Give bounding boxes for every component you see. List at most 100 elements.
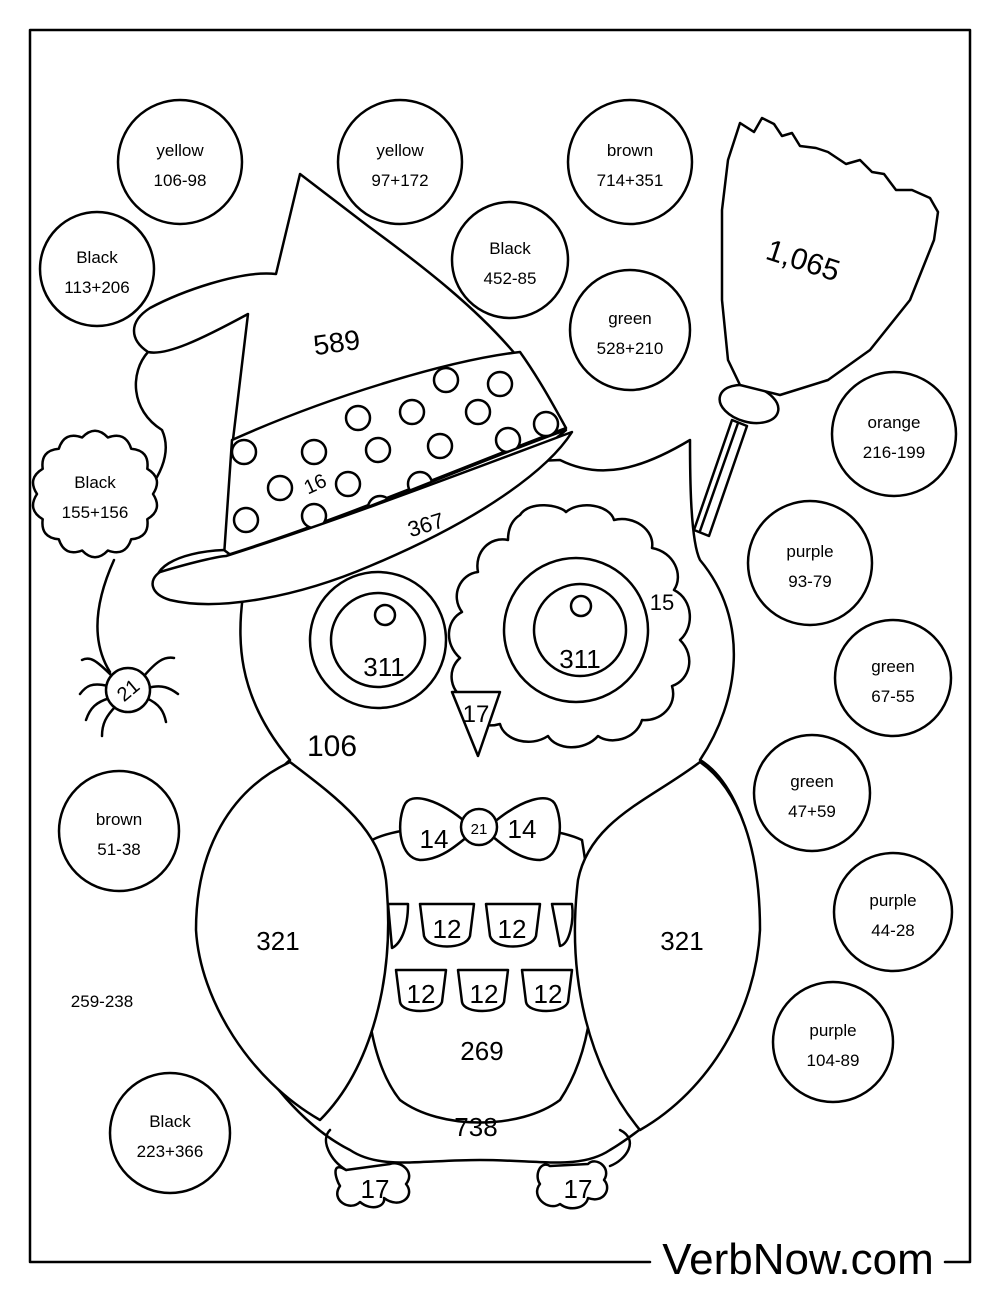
- color-key-circle: [108, 1071, 232, 1195]
- leg-right-line: [608, 1128, 632, 1168]
- color-key-color: purple: [869, 891, 916, 910]
- color-key-item: green 47+59: [752, 733, 872, 853]
- color-key-color: Black: [489, 239, 531, 258]
- color-key-color: yellow: [156, 141, 204, 160]
- feather-bot-1-number: 12: [407, 979, 436, 1009]
- color-key-color: yellow: [376, 141, 424, 160]
- color-key-color: purple: [809, 1021, 856, 1040]
- wing-left-number: 321: [256, 926, 299, 956]
- feather-bot-2-number: 12: [470, 979, 499, 1009]
- color-key-item: purple 93-79: [746, 499, 874, 627]
- color-key-expression: 155+156: [62, 503, 129, 522]
- body-number: 738: [454, 1112, 497, 1142]
- eye-patch-number: 15: [650, 590, 674, 615]
- color-key-expression: 97+172: [371, 171, 428, 190]
- spider: 21: [78, 656, 180, 738]
- spider-body: [104, 666, 152, 714]
- color-key-expression: 452-85: [484, 269, 537, 288]
- right-eye-number: 311: [559, 644, 600, 674]
- right-eye-highlight: [569, 594, 593, 618]
- color-key-item: Black 223+366: [108, 1071, 232, 1195]
- color-key-color: Black: [149, 1112, 191, 1131]
- color-key-expression: 104-89: [807, 1051, 860, 1070]
- color-key-color: green: [608, 309, 651, 328]
- color-key-color: green: [790, 772, 833, 791]
- foot-right-shape: [535, 1160, 609, 1210]
- broom-handle-line: [698, 421, 740, 533]
- head-number: 106: [307, 730, 357, 763]
- leg-left-line: [324, 1128, 348, 1172]
- color-key-circle: [833, 618, 953, 738]
- color-key-circle: [116, 98, 244, 226]
- hat-string: [134, 350, 167, 490]
- feather-top-2-number: 12: [498, 914, 527, 944]
- feather-edge-left-top: [386, 902, 410, 950]
- color-key-item: yellow 97+172: [336, 98, 464, 226]
- color-key-item: 259-238: [71, 992, 133, 1011]
- color-key-expression: 93-79: [788, 572, 831, 591]
- color-key: yellow 106-98 yellow 97+172 brown 714+351Blac…: [31, 98, 958, 1195]
- color-key-expression: 106-98: [154, 171, 207, 190]
- color-key-item: green 67-55: [833, 618, 953, 738]
- color-key-circle: [336, 98, 464, 226]
- wing-right-number: 321: [660, 926, 703, 956]
- feather-bot-2: [456, 968, 510, 1013]
- feather-edge-right-top: [550, 902, 574, 948]
- left-eye-highlight: [373, 603, 397, 627]
- color-key-color: brown: [96, 810, 142, 829]
- beak-number: 17: [463, 701, 490, 728]
- color-key-color: brown: [607, 141, 653, 160]
- color-key-color: orange: [868, 413, 921, 432]
- broom: 1,065: [692, 116, 940, 538]
- color-key-color: Black: [76, 248, 118, 267]
- belly-number: 269: [460, 1036, 503, 1066]
- hat-top-number: 589: [311, 324, 362, 361]
- color-key-color: purple: [786, 542, 833, 561]
- left-eye-iris: [329, 591, 427, 689]
- color-key-expression: 51-38: [97, 840, 140, 859]
- bow-right-number: 14: [508, 814, 537, 844]
- color-key-expression: 223+366: [137, 1142, 204, 1161]
- broom-handle: [692, 418, 749, 538]
- wing-right: [573, 760, 762, 1132]
- right-eye-iris: [532, 582, 628, 678]
- color-key-circle: [746, 499, 874, 627]
- feathers-row-1: [386, 902, 574, 950]
- feather-top-1-number: 12: [433, 914, 462, 944]
- bow-left: [398, 797, 470, 862]
- feather-bot-1: [394, 968, 448, 1013]
- left-eye-number: 311: [363, 652, 404, 682]
- color-key-scallop: [31, 429, 159, 559]
- color-key-expression: 259-238: [71, 992, 133, 1011]
- color-key-circle: [568, 268, 692, 392]
- color-key-expression: 44-28: [871, 921, 914, 940]
- color-key-item: brown 714+351: [566, 98, 694, 226]
- color-key-circle: [752, 733, 872, 853]
- hat-dots: [230, 366, 560, 534]
- bow-knot: [459, 807, 499, 847]
- bow-right: [490, 797, 562, 862]
- color-key-expression: 67-55: [871, 687, 914, 706]
- broom-head: [720, 116, 940, 397]
- color-key-color: green: [871, 657, 914, 676]
- beak: [450, 690, 502, 758]
- color-key-circle: [38, 210, 156, 328]
- bow-left-number: 14: [420, 824, 449, 854]
- foot-left-number: 17: [361, 1174, 390, 1204]
- color-key-item: Black 452-85: [450, 200, 570, 320]
- feather-bot-3-number: 12: [534, 979, 563, 1009]
- color-key-circle: [830, 370, 958, 498]
- color-key-item: yellow 106-98: [116, 98, 244, 226]
- color-key-expression: 216-199: [863, 443, 925, 462]
- color-key-circle: [832, 851, 954, 973]
- feather-top-1: [418, 902, 476, 948]
- color-key-expression: 47+59: [788, 802, 836, 821]
- witch-hat: 589 16 367: [96, 172, 574, 674]
- color-key-expression: 714+351: [597, 171, 664, 190]
- site-footer: VerbNow.com: [662, 1235, 933, 1284]
